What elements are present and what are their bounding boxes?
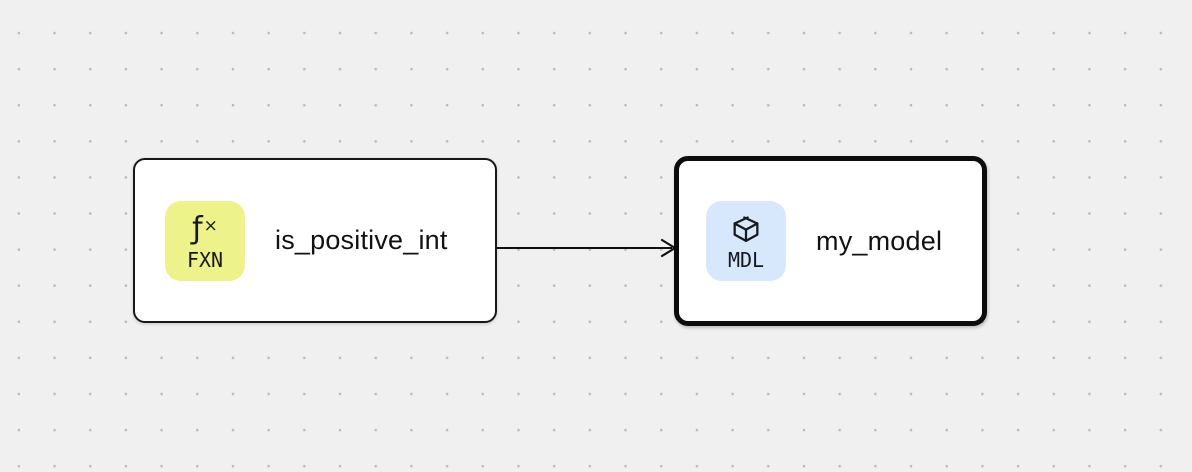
cube-icon — [729, 211, 763, 247]
node-label-my-model: my_model — [816, 225, 943, 256]
node-label-is-positive-int: is_positive_int — [275, 225, 448, 255]
function-icon: ƒ× — [192, 211, 218, 247]
model-badge-label: MDL — [727, 248, 765, 272]
edge-arrow[interactable] — [495, 234, 681, 262]
node-my-model[interactable]: MDL my_model — [674, 156, 987, 326]
function-icon-f-glyph: ƒ — [192, 210, 203, 246]
function-icon-x-glyph: × — [203, 215, 218, 236]
function-badge: ƒ× FXN — [165, 200, 245, 281]
function-badge-label: FXN — [186, 247, 224, 272]
edge-stroke-group — [497, 238, 677, 258]
node-is-positive-int[interactable]: ƒ× FXN is_positive_int — [133, 158, 497, 323]
model-badge: MDL — [706, 201, 786, 281]
